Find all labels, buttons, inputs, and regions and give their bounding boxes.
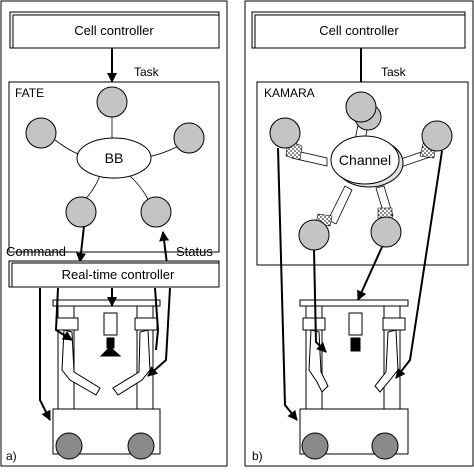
- wheel-b-right: [371, 432, 399, 460]
- arrow-bottom-right-agent-to-camera: [357, 246, 383, 301]
- command-label: Command: [6, 244, 66, 259]
- arrow-right-agent-to-arm: [395, 150, 443, 379]
- wheel-a-right: [127, 432, 155, 460]
- channel-hub: [330, 135, 400, 185]
- channel-ports: [285, 139, 437, 227]
- arrow-bottom-left-agent-to-arm: [313, 249, 327, 353]
- command-arrow: [76, 225, 86, 263]
- task-label-b: Task: [381, 65, 407, 79]
- panel-a-label: a): [6, 449, 17, 463]
- status-arrow: [159, 231, 170, 265]
- status-label: Status: [176, 244, 213, 259]
- arrow-left-agent-to-base: [277, 147, 298, 421]
- channel-label: Channel: [339, 152, 391, 168]
- arrow-to-left-arm-a: [54, 287, 73, 341]
- agent-node-right: [173, 122, 205, 154]
- fate-title: FATE: [15, 86, 44, 100]
- realtime-controller-box: Real-time controller: [8, 260, 220, 288]
- agent-node-left-b: [269, 117, 301, 149]
- agent-node-bottom-left: [65, 196, 97, 228]
- panel-b-label: b): [252, 449, 263, 463]
- bb-label: BB: [105, 150, 124, 166]
- panel-a: Cell controller Task FATE BB Command Sta…: [0, 0, 228, 467]
- wheel-b-left: [301, 432, 329, 460]
- agent-node-right-b: [421, 120, 453, 152]
- arrow-from-right-arm-a: [147, 287, 171, 377]
- agent-node-top: [96, 86, 128, 118]
- arrow-to-base-a: [39, 288, 51, 421]
- panel-b: Cell controller Task KAMARA Channel: [244, 0, 474, 467]
- agent-node-top-b: [345, 91, 377, 123]
- agent-node-bottom-right: [140, 196, 172, 228]
- agent-node-bottom-left-b: [298, 219, 330, 251]
- arrow-to-right-arm-a: [154, 287, 160, 351]
- cell-controller-box-b: Cell controller: [251, 11, 466, 49]
- bb-hub: [76, 137, 152, 179]
- wheel-a-left: [55, 432, 83, 460]
- cell-controller-box-a: Cell controller: [9, 11, 220, 49]
- kamara-title: KAMARA: [264, 86, 315, 100]
- realtime-controller-label: Real-time controller: [62, 267, 175, 282]
- agent-node-bottom-right-b: [370, 216, 402, 248]
- task-label-a: Task: [134, 65, 160, 79]
- agent-node-left: [25, 117, 57, 149]
- cell-controller-label-b: Cell controller: [319, 23, 399, 38]
- cell-controller-label-a: Cell controller: [74, 23, 154, 38]
